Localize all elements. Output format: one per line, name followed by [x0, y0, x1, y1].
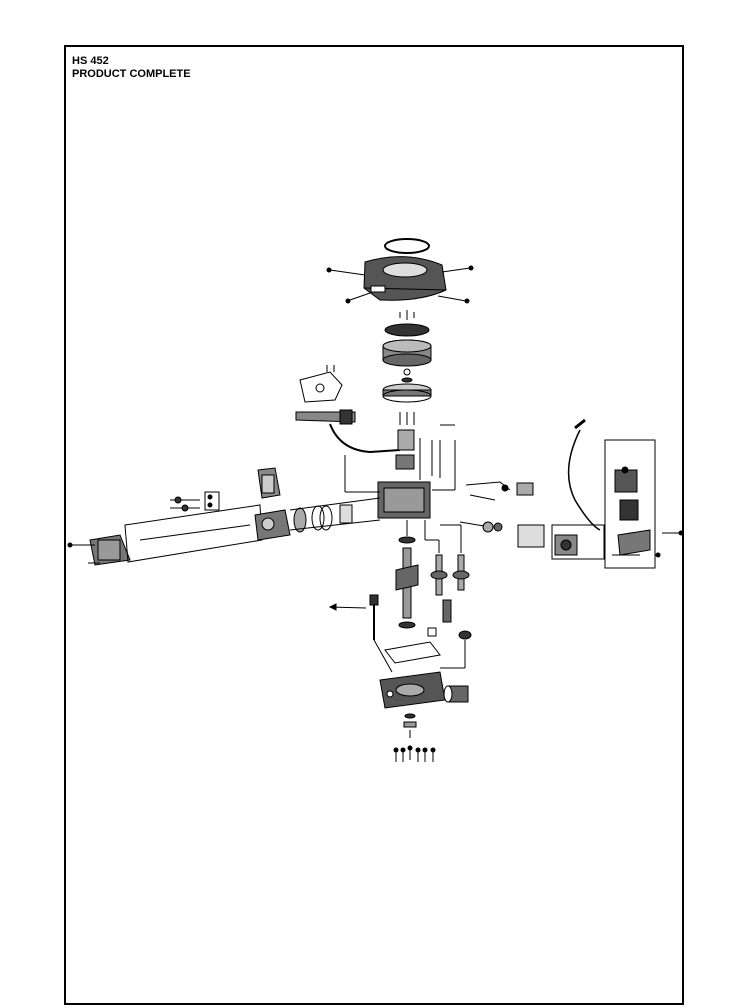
subtitle-label: PRODUCT COMPLETE [72, 68, 191, 80]
heat-shield [257, 467, 281, 499]
flywheel [382, 339, 432, 367]
bottom-bolts [393, 745, 436, 762]
page-frame [64, 45, 684, 1005]
throttle-cable [567, 429, 601, 531]
dipstick [369, 594, 379, 640]
ignition-coil [299, 365, 343, 403]
piston-rings [293, 505, 333, 533]
engine-block [377, 429, 431, 519]
page-title: HS 452 PRODUCT COMPLETE [72, 55, 191, 81]
starter-screen [384, 323, 430, 337]
oil-filter [443, 685, 469, 703]
fan-plate [382, 383, 432, 403]
crankshaft [395, 536, 419, 619]
blower-housing [363, 256, 447, 301]
camshaft [430, 554, 470, 596]
crankcase-cover [379, 671, 446, 709]
crankcase-gasket [384, 641, 441, 664]
air-filter-frame [604, 439, 656, 569]
cylinder-head [254, 509, 291, 541]
model-label: HS 452 [72, 55, 109, 67]
top-gasket [384, 238, 430, 254]
muffler [89, 534, 131, 566]
intake-manifold [459, 521, 545, 548]
carburetor [554, 534, 578, 556]
air-filter [614, 466, 651, 556]
